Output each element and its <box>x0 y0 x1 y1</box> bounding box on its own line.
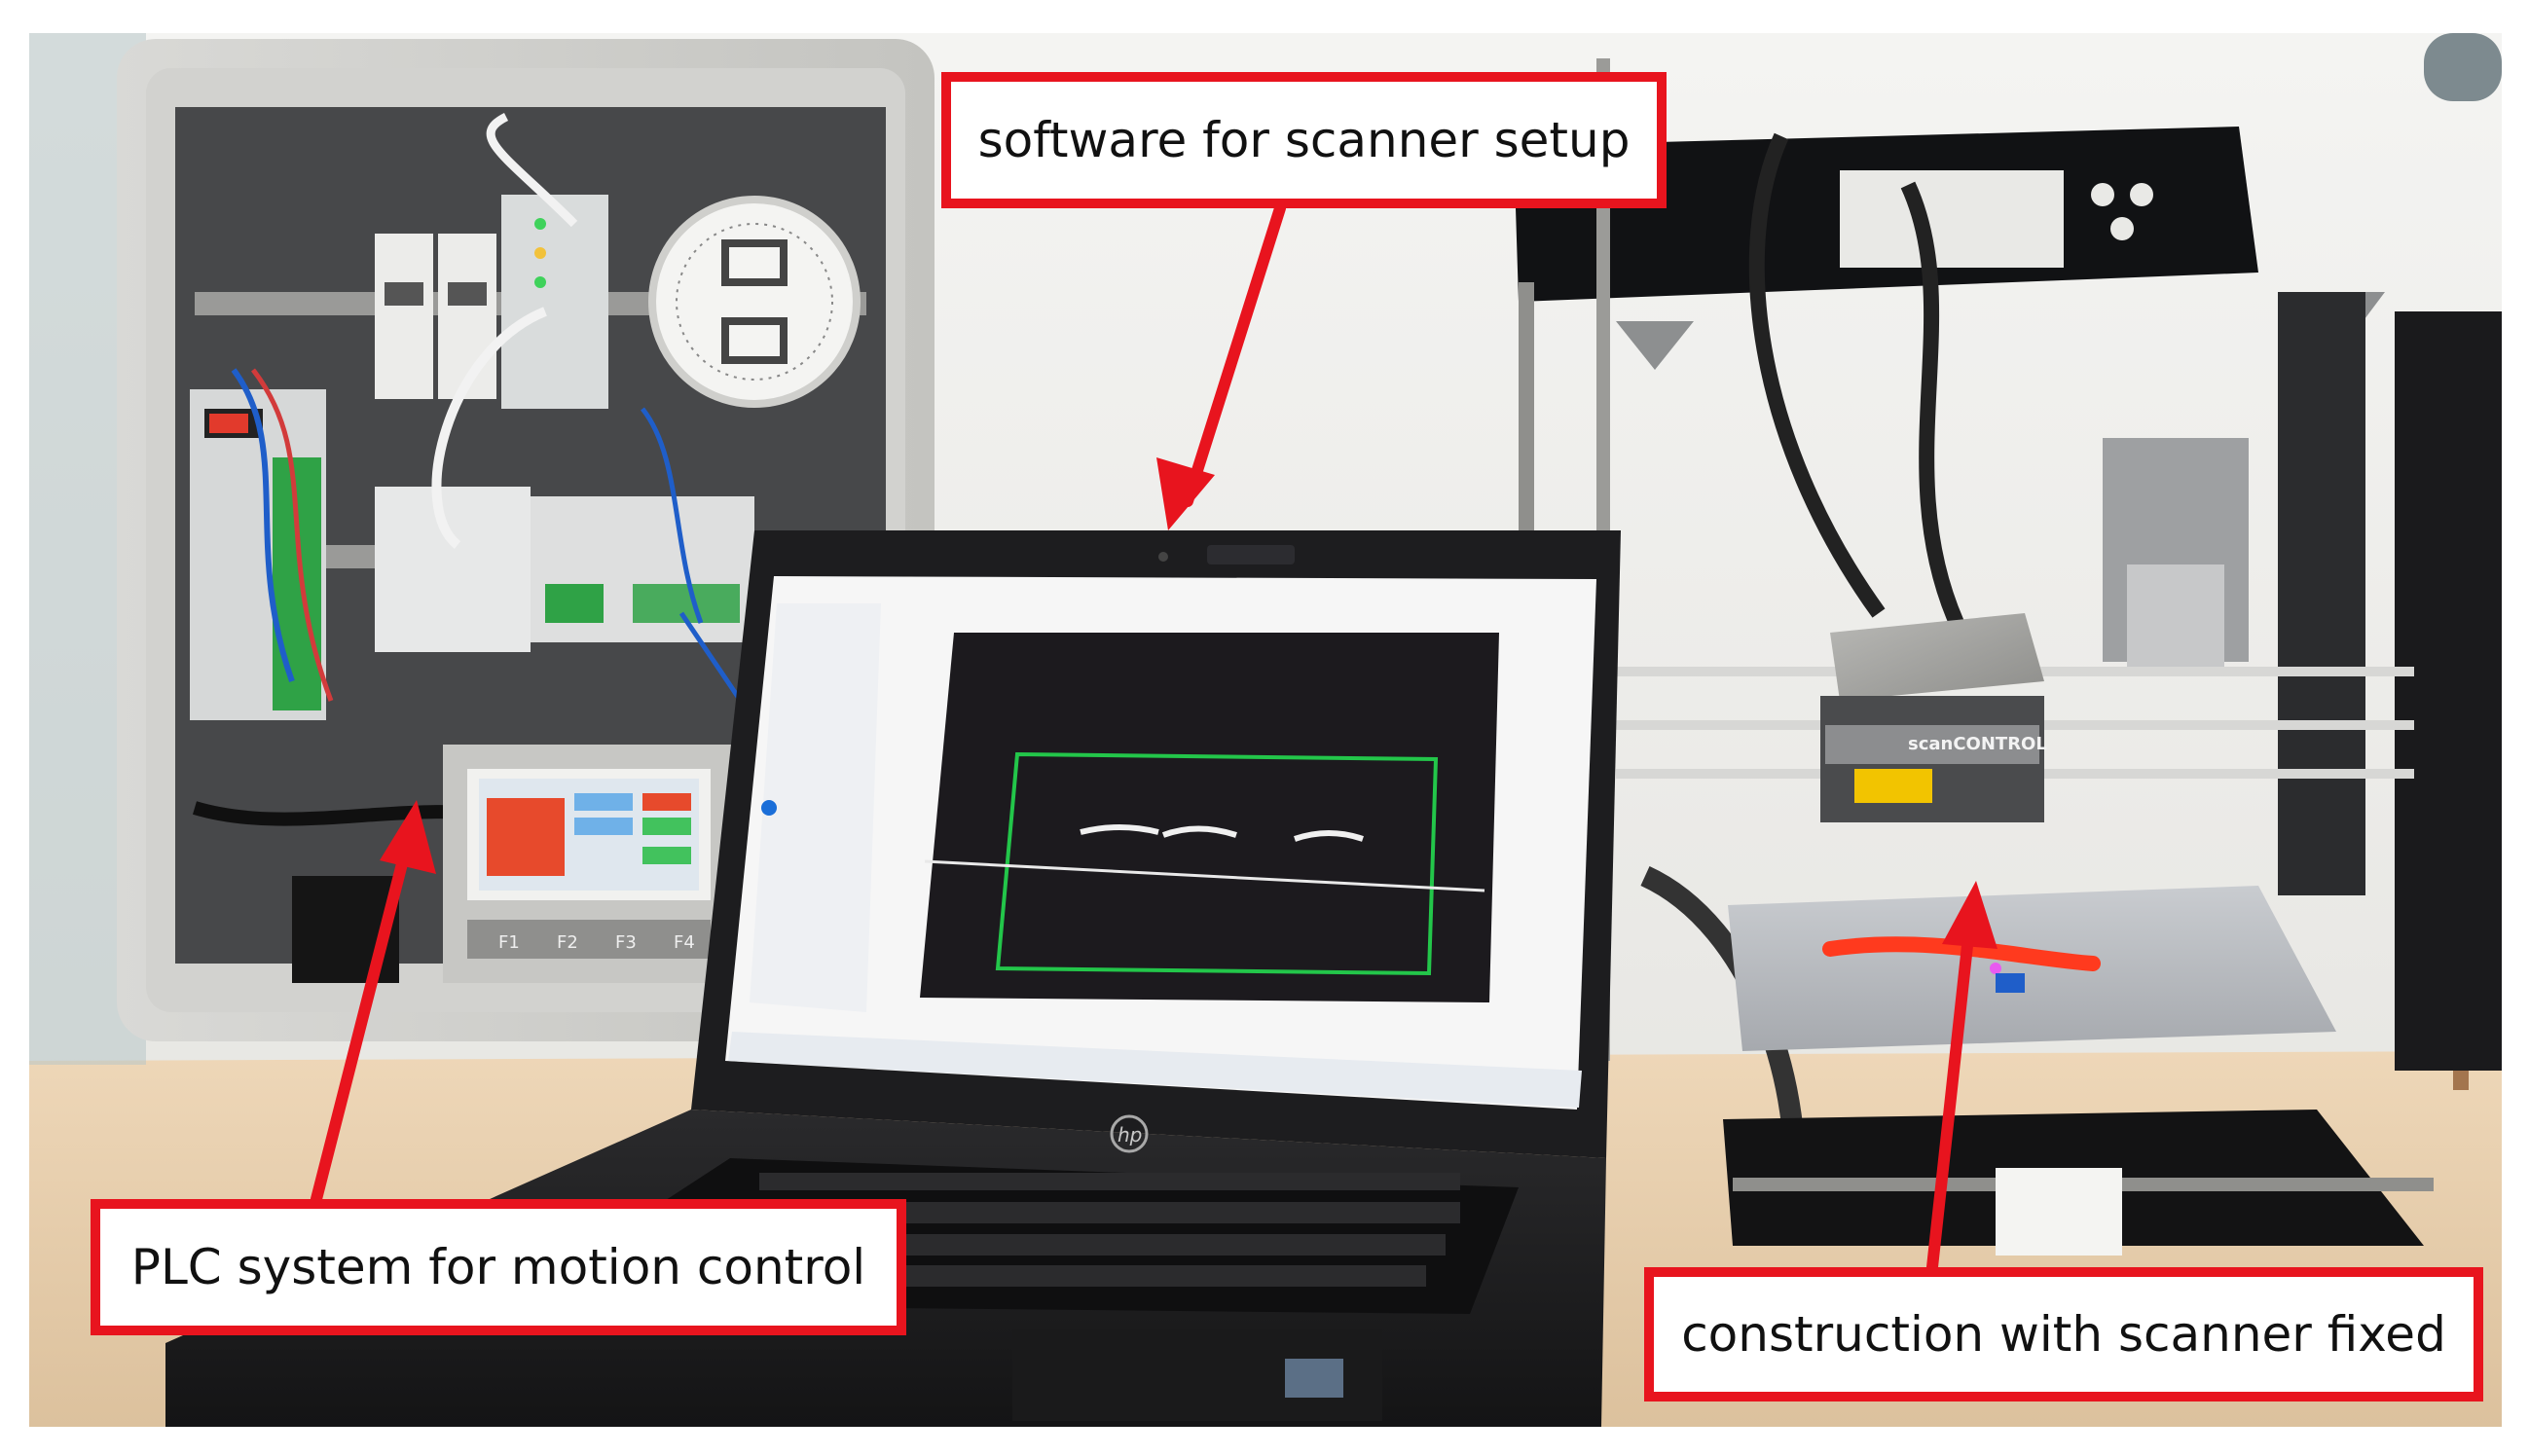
laptop: hp <box>165 530 1621 1427</box>
arrowhead-construction <box>1942 881 1998 949</box>
arrowhead-plc <box>380 800 436 874</box>
arrow-construction <box>1926 904 1977 1273</box>
arrowhead-software <box>1156 457 1215 530</box>
hmi-key-f2: F2 <box>557 932 578 953</box>
label-plc-system: PLC system for motion control <box>91 1199 906 1335</box>
label-software-for-scanner-setup: software for scanner setup <box>941 72 1667 208</box>
hmi-key-f4: F4 <box>674 932 695 953</box>
annotation-arrows <box>311 202 1998 1273</box>
arrow-plc <box>311 831 415 1205</box>
hmi-key-f1: F1 <box>498 932 520 953</box>
label-construction-with-scanner: construction with scanner fixed <box>1644 1267 2483 1401</box>
laptop-brand-logo: hp <box>1118 1123 1142 1147</box>
hmi-key-f3: F3 <box>615 932 637 953</box>
arrow-software <box>1182 202 1286 507</box>
scanner-brand-label: scanCONTROL <box>1908 734 2047 754</box>
